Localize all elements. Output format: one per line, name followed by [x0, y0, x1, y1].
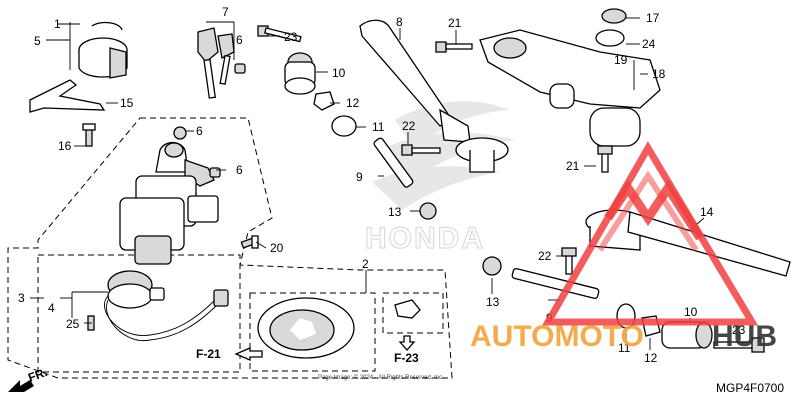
callout-25: 25 [66, 317, 80, 331]
nut-13-lower [482, 256, 502, 276]
bolt-22-top [401, 144, 441, 156]
bolt-21-top [435, 41, 473, 53]
bolt-23-lower [713, 337, 765, 353]
key-cylinder-cover [78, 21, 128, 79]
callout-24: 24 [642, 37, 656, 51]
callout-15: 15 [120, 96, 134, 110]
bolt-22-lower [561, 247, 577, 275]
bolt-21-lower [597, 145, 613, 173]
top-bridge [479, 29, 661, 147]
callout-12b: 12 [644, 351, 658, 365]
callout-22b: 22 [538, 249, 552, 263]
ref-f21-label: F-21 [196, 347, 221, 361]
callout-4: 4 [48, 301, 55, 315]
callout-10a: 10 [332, 66, 346, 80]
left-handlebar [359, 19, 509, 173]
immobilizer-harness [87, 270, 229, 342]
callout-14: 14 [700, 205, 714, 219]
callout-21b: 21 [566, 159, 580, 173]
bar-end-weight-lower [661, 321, 713, 349]
front-arrow: FR. [8, 365, 49, 392]
bolt-16 [82, 123, 96, 147]
key-set [197, 27, 235, 99]
callout-6b: 6 [236, 163, 243, 177]
callout-1: 1 [54, 17, 61, 31]
callout-6a: 6 [196, 124, 203, 138]
logo-word-hub: HUB [712, 320, 777, 353]
callout-10b: 10 [684, 305, 698, 319]
callout-16: 16 [58, 139, 72, 153]
assembly-boundary-4 [37, 254, 241, 373]
ring-11-top [331, 115, 357, 137]
callout-21a: 21 [448, 16, 462, 30]
ref-f23-label: F-23 [394, 351, 419, 365]
callout-7: 7 [222, 5, 229, 19]
callout-18: 18 [652, 67, 666, 81]
callout-5: 5 [34, 34, 41, 48]
ref-f23: F-23 [394, 335, 419, 365]
callout-3: 3 [18, 291, 25, 305]
ref-f21: F-21 [196, 347, 263, 361]
diagram-code: MGP4F0700 [716, 381, 784, 395]
callout-2: 2 [362, 257, 369, 271]
callout-22a: 22 [402, 119, 416, 133]
callout-13a: 13 [388, 205, 402, 219]
callout-13b: 13 [486, 295, 500, 309]
rod-9-top [373, 137, 414, 188]
automotohub-logo: AUTOMOTO HUB [470, 141, 777, 353]
callout-9a: 9 [356, 170, 363, 184]
ignition-switch [119, 126, 221, 265]
callout-12a: 12 [346, 96, 360, 110]
callout-23b: 23 [732, 323, 746, 337]
fuel-cap-area [249, 292, 444, 372]
callout-17: 17 [646, 11, 660, 25]
washer-24 [595, 29, 625, 47]
callout-11a: 11 [372, 120, 385, 134]
callout-6c: 6 [236, 33, 243, 47]
bracket-15 [29, 79, 106, 113]
callout-19: 19 [614, 53, 628, 67]
copyright-text: Page Image: © 2024 · All Rights Reserved… [318, 374, 444, 381]
collar-12-top [313, 91, 335, 111]
leader-lines [30, 17, 741, 350]
nut-13-top [419, 202, 437, 220]
nut-6 [234, 63, 246, 74]
rod-9-lower [511, 267, 600, 300]
logo-word-automoto: AUTOMOTO [470, 320, 644, 353]
callout-8: 8 [396, 15, 403, 29]
bar-end-weight-top [284, 52, 316, 95]
honda-wordmark: HONDA [365, 222, 485, 255]
bolt-23-top [257, 25, 302, 43]
callout-11b: 11 [618, 341, 631, 355]
front-label: FR. [26, 365, 49, 385]
cap-17 [601, 8, 627, 24]
callout-23a: 23 [284, 30, 298, 44]
assembly-boundary-3 [7, 117, 453, 379]
screw-20 [240, 235, 259, 249]
callout-labels: 1 5 15 16 6 6 7 6 20 3 4 25 23 10 12 11 … [18, 5, 746, 365]
callout-20: 20 [270, 241, 284, 255]
